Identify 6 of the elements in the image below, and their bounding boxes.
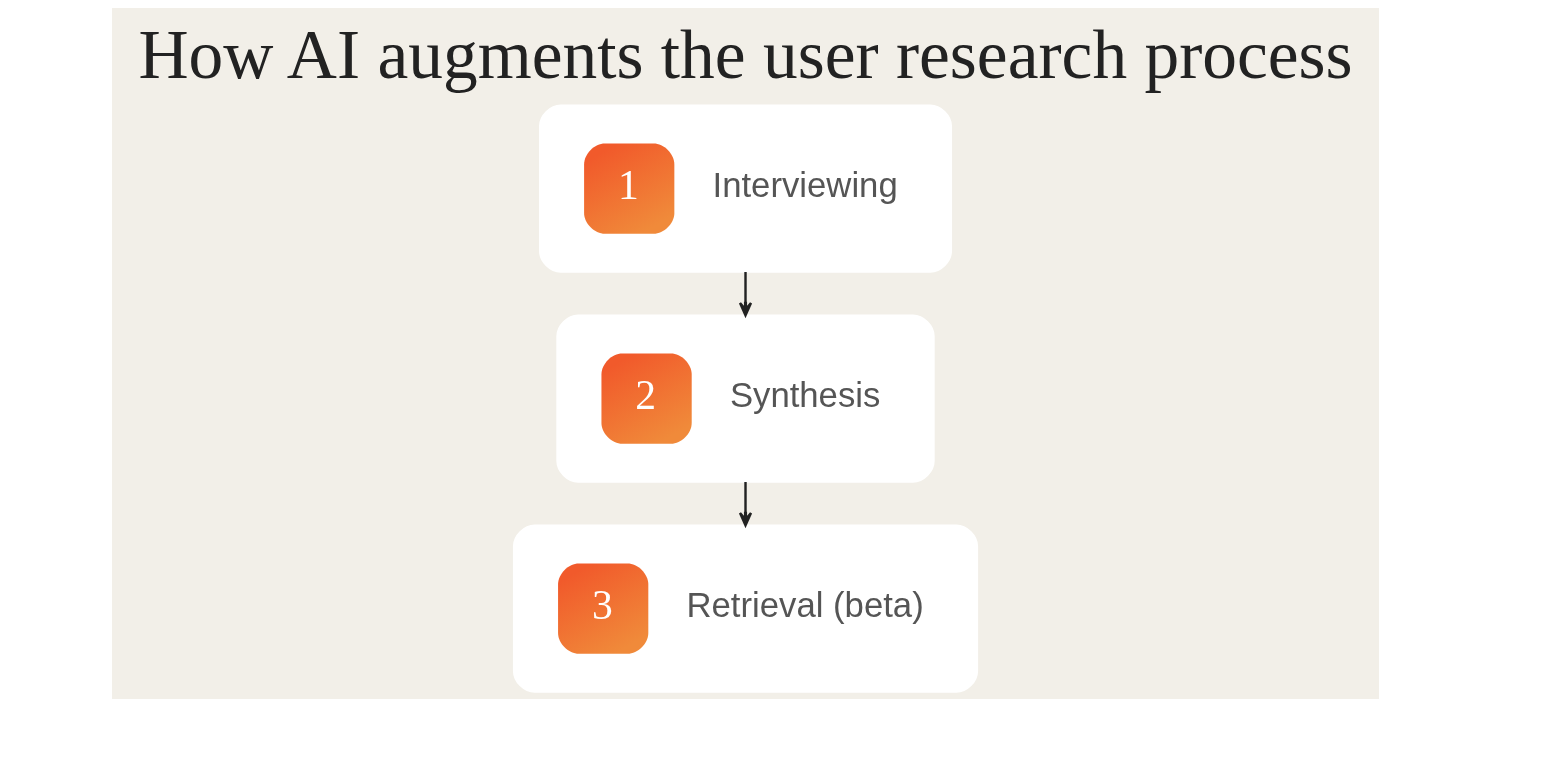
diagram-title: How AI augments the user research process xyxy=(138,15,1353,93)
arrow xyxy=(738,272,753,317)
node-box: 3 Retrieval (beta) xyxy=(512,524,979,693)
arrow xyxy=(738,482,753,527)
node-box: 1 Interviewing xyxy=(538,104,953,273)
node-box: 2 Synthesis xyxy=(556,314,935,483)
